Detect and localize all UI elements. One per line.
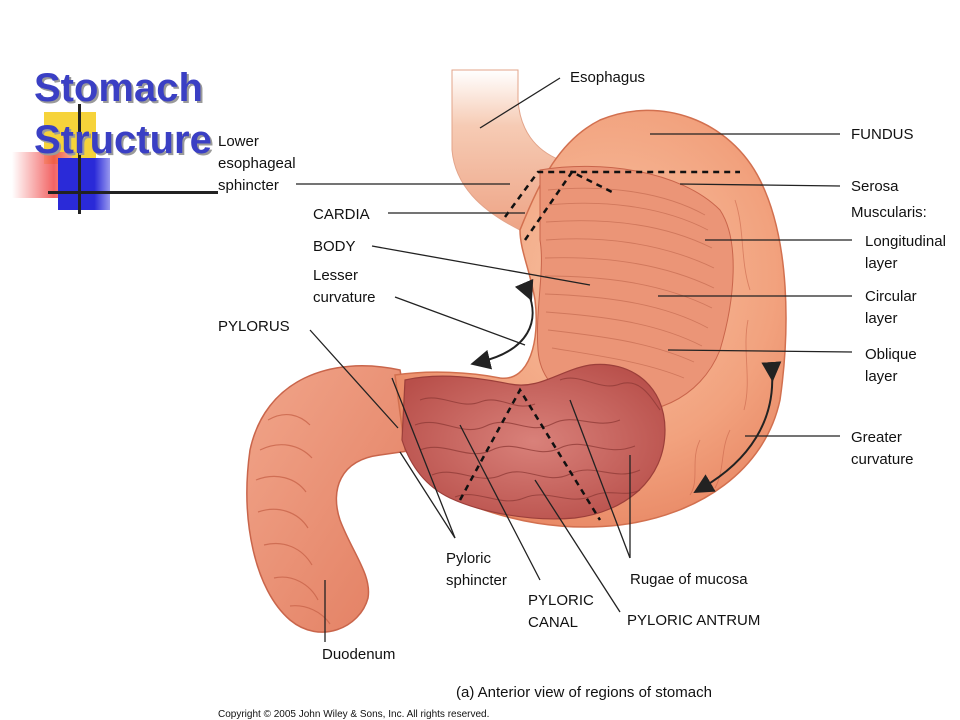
label-pyloric-canal-2: CANAL (528, 614, 578, 631)
label-body: BODY (313, 238, 356, 255)
lesser-curvature-arrow (470, 278, 534, 370)
duodenum-shape (246, 365, 416, 633)
label-circular-1: Circular (865, 288, 917, 305)
mucosa-interior (401, 363, 666, 520)
label-serosa: Serosa (851, 178, 899, 195)
label-pyloric-sphincter-2: sphincter (446, 572, 507, 589)
label-circular-2: layer (865, 310, 898, 327)
label-longitudinal-2: layer (865, 255, 898, 272)
label-lesser-1: Lesser (313, 267, 358, 284)
label-rugae: Rugae of mucosa (630, 571, 748, 588)
label-lower-esophageal-2: esophageal (218, 155, 296, 172)
deco-blue-square (58, 158, 110, 210)
label-muscularis: Muscularis: (851, 204, 927, 221)
label-duodenum: Duodenum (322, 646, 395, 663)
label-lower-esophageal-1: Lower (218, 133, 259, 150)
label-lower-esophageal-3: sphincter (218, 177, 279, 194)
label-pyloric-sphincter-1: Pyloric (446, 550, 492, 567)
leader-lines (296, 77, 853, 642)
label-pyloric-antrum: PYLORIC ANTRUM (627, 612, 760, 629)
duodenum-folds (255, 413, 331, 625)
label-pylorus: PYLORUS (218, 318, 290, 335)
label-longitudinal-1: Longitudinal (865, 233, 946, 250)
rugae-folds (414, 377, 661, 502)
label-greater-1: Greater (851, 429, 902, 446)
figure-caption: (a) Anterior view of regions of stomach (456, 684, 712, 701)
label-esophagus: Esophagus (570, 69, 645, 86)
greater-curvature-arrow (693, 361, 782, 494)
muscle-fibers (544, 187, 715, 379)
label-oblique-2: layer (865, 368, 898, 385)
label-greater-2: curvature (851, 451, 914, 468)
diagram-labels: Esophagus FUNDUS Lower esophageal sphinc… (218, 69, 946, 663)
label-fundus: FUNDUS (851, 126, 914, 143)
copyright-notice: Copyright © 2005 John Wiley & Sons, Inc.… (218, 709, 489, 720)
label-pyloric-canal-1: PYLORIC (528, 592, 594, 609)
deco-vertical-line (78, 104, 81, 214)
slide-title-line-1: Stomach (34, 66, 203, 110)
deco-horizontal-line (48, 191, 218, 194)
label-lesser-2: curvature (313, 289, 376, 306)
label-oblique-1: Oblique (865, 346, 917, 363)
region-boundaries (458, 170, 740, 521)
label-cardia: CARDIA (313, 206, 370, 223)
slide-title-line-2: Structure (34, 118, 212, 162)
